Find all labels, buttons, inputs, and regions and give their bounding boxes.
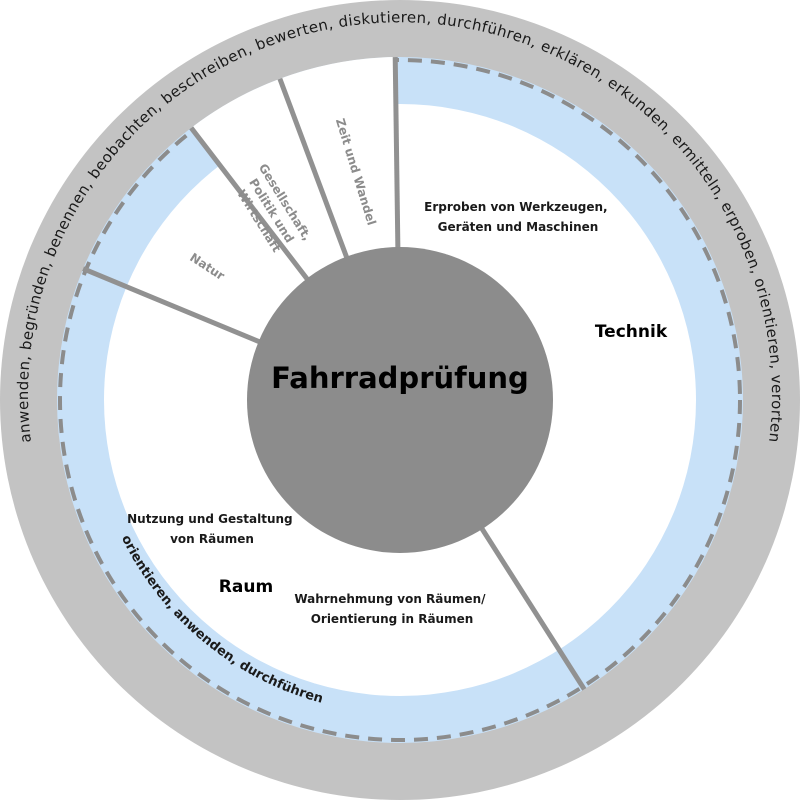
technik-subtopic-line-2: Geräten und Maschinen	[438, 220, 599, 234]
raum-subtopic-2-line-1: Wahrnehmung von Räumen/	[294, 592, 486, 606]
raum-subtopic-2-line-2: Orientierung in Räumen	[311, 612, 474, 626]
dashed-boundary	[58, 58, 742, 742]
sector-divider-natur-gesellschaft	[189, 126, 311, 283]
sector-divider-raum-natur	[82, 266, 263, 345]
raum-subtopic-1-line-2: von Räumen	[170, 532, 254, 546]
technik-subtopic-line-1: Erproben von Werkzeugen,	[424, 200, 607, 214]
raum-subtopic-1: Nutzung und Gestaltung von Räumen	[127, 512, 297, 546]
technik-label: Technik	[595, 322, 668, 342]
sector-divider-technik-raum	[478, 525, 587, 691]
raum-subtopic-2: Wahrnehmung von Räumen/ Orientierung in …	[294, 592, 489, 626]
raum-subtopic-1-line-1: Nutzung und Gestaltung	[127, 512, 293, 526]
sector-divider-gesellschaft-zeit	[277, 77, 350, 261]
raum-label: Raum	[219, 577, 273, 597]
technik-subtopic: Erproben von Werkzeugen, Geräten und Mas…	[424, 200, 612, 234]
center-circle	[247, 247, 553, 553]
center-title: Fahrradprüfung	[271, 361, 529, 395]
sector-divider-zeit-technik	[392, 56, 401, 251]
